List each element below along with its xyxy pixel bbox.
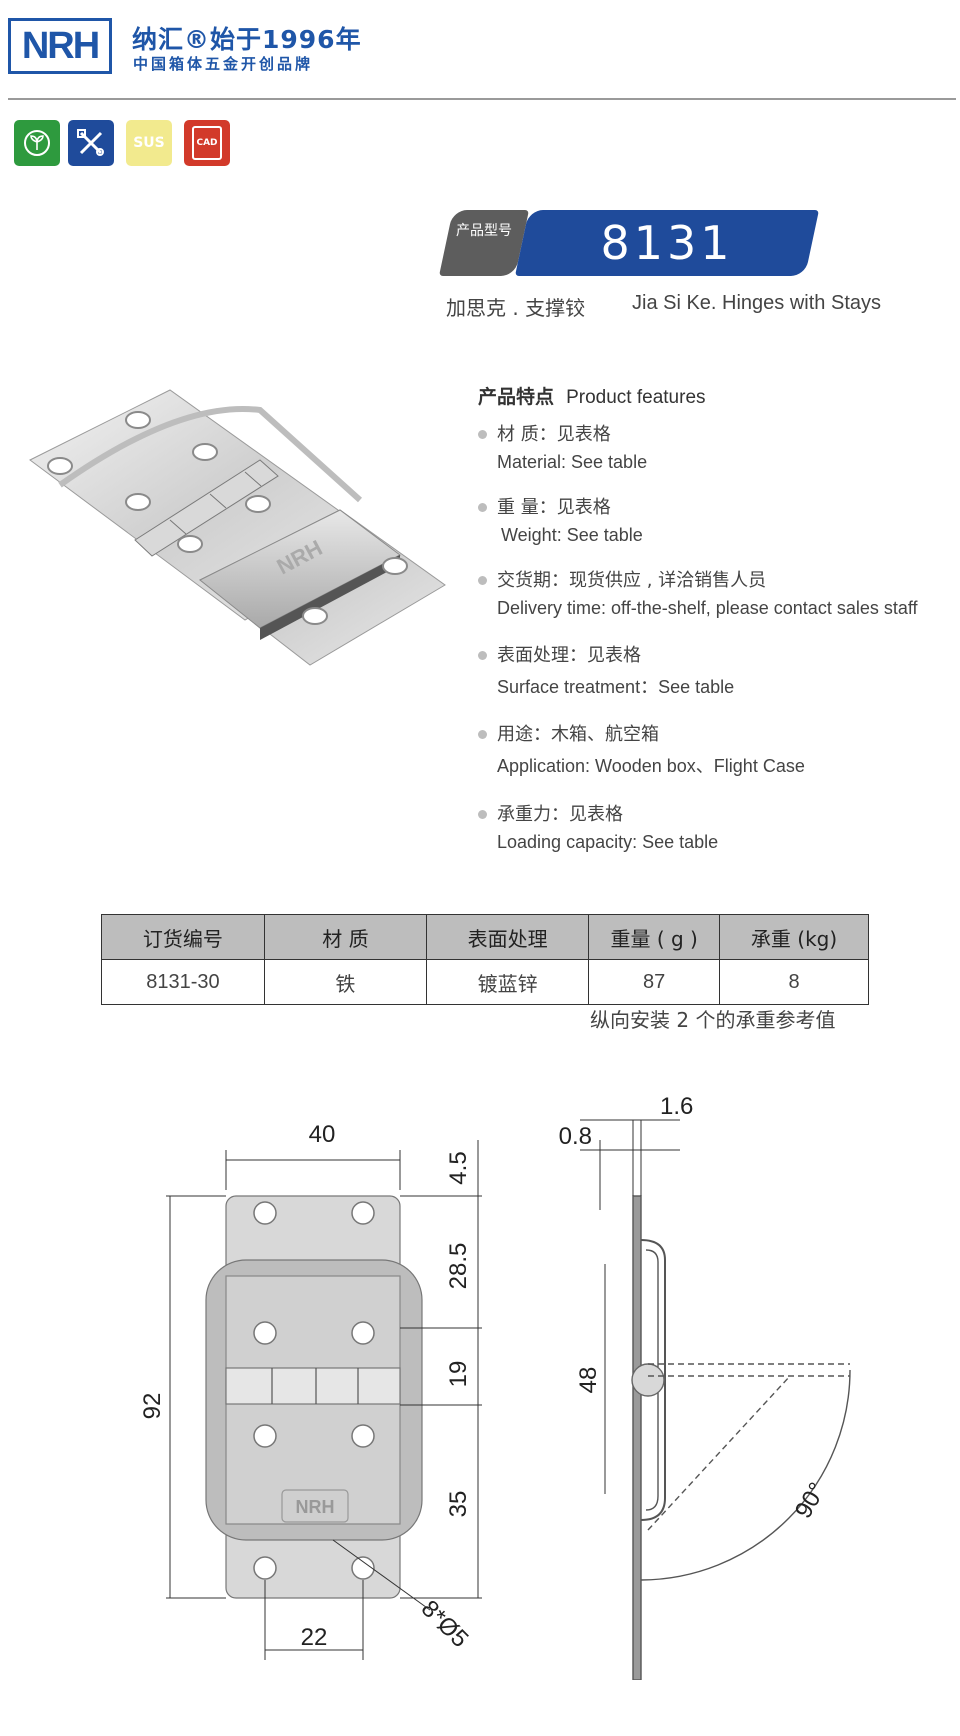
feature-cn: 交货期：现货供应 , 详洽销售人员 — [497, 570, 767, 591]
feature-en: Delivery time: off-the-shelf, please con… — [497, 598, 918, 618]
feature-en: Weight: See table — [501, 525, 643, 545]
product-name-en: Jia Si Ke. Hinges with Stays — [632, 292, 881, 314]
mount-hole — [253, 1321, 277, 1345]
sus-badge: SUS — [126, 120, 172, 166]
col-weight: 重量 ( g ) — [588, 914, 721, 960]
cell-surface: 镀蓝锌 — [426, 959, 590, 1005]
table-row: 8131-30 铁 镀蓝锌 87 8 — [101, 959, 869, 1005]
cell-material: 铁 — [263, 959, 428, 1005]
bullet-icon — [478, 651, 487, 660]
cell-weight: 87 — [588, 959, 721, 1005]
feature-en: Surface treatment：See table — [497, 677, 735, 697]
mount-hole — [351, 1556, 375, 1580]
mount-hole — [253, 1556, 277, 1580]
feature-en: Material: See table — [497, 452, 648, 472]
dim-angle: 90° — [790, 1478, 832, 1523]
hinge-knuckle — [225, 1367, 401, 1405]
dim-side-height: 48 — [575, 1367, 602, 1394]
dim-height: 92 — [139, 1393, 166, 1420]
feature-cn: 材 质：见表格 — [497, 424, 611, 445]
eco-badge — [14, 120, 60, 166]
dim-thickness-1: 0.8 — [559, 1123, 592, 1150]
header-divider — [8, 98, 956, 100]
bullet-icon — [478, 503, 487, 512]
mount-hole — [351, 1321, 375, 1345]
product-number-tag-bg — [438, 210, 530, 276]
technical-drawing: NRH 40 92 4.5 28.5 19 35 22 8*Ø5 0.8 — [139, 1093, 851, 1680]
feature-cn: 重 量：见表格 — [497, 497, 611, 518]
dim-seg1: 4.5 — [445, 1151, 472, 1184]
dim-thickness-2: 1.6 — [660, 1093, 693, 1120]
bullet-icon — [478, 810, 487, 819]
feature-cn: 表面处理：见表格 — [497, 645, 641, 666]
brand-title: 纳汇®始于1996年 — [132, 25, 362, 54]
col-material: 材 质 — [263, 914, 428, 960]
col-surface: 表面处理 — [426, 914, 590, 960]
col-order-no: 订货编号 — [101, 914, 265, 960]
product-name-cn: 加思克 . 支撑铰 — [446, 296, 586, 320]
feature-en: Application: Wooden box、Flight Case — [497, 756, 805, 776]
cad-file-icon: CAD — [192, 126, 222, 160]
feature-cn: 用途：木箱、航空箱 — [497, 724, 659, 745]
cell-load: 8 — [719, 959, 869, 1005]
mount-hole — [253, 1424, 277, 1448]
feature-cn: 承重力：见表格 — [497, 804, 623, 825]
features-heading-en: Product features — [566, 387, 706, 408]
features-heading: 产品特点 Product features — [478, 382, 706, 409]
product-photo: NRH — [29, 389, 446, 666]
dim-holes: 8*Ø5 — [416, 1595, 474, 1653]
feature-en: Loading capacity: See table — [497, 832, 719, 852]
bullet-icon — [478, 730, 487, 739]
table-note: 纵向安装 2 个的承重参考值 — [590, 1008, 836, 1032]
bullet-icon — [478, 430, 487, 439]
dim-seg3: 19 — [445, 1361, 472, 1388]
table-header-row: 订货编号 材 质 表面处理 重量 ( g ) 承重 (kg) — [101, 914, 869, 960]
dim-seg2: 28.5 — [445, 1243, 472, 1290]
tools-badge — [68, 120, 114, 166]
dim-hole-spacing: 22 — [301, 1624, 328, 1651]
mount-hole — [351, 1201, 375, 1225]
mount-hole — [253, 1201, 277, 1225]
brand-subtitle: 中国箱体五金开创品牌 — [133, 55, 314, 73]
product-number-label: 产品型号 — [456, 223, 512, 239]
dim-width: 40 — [309, 1121, 336, 1148]
leaf-icon — [24, 130, 50, 156]
brand-logo: NRH — [8, 18, 112, 74]
cell-order-no: 8131-30 — [101, 959, 265, 1005]
mount-hole — [351, 1424, 375, 1448]
col-load: 承重 (kg) — [719, 914, 869, 960]
tools-icon — [77, 129, 104, 156]
cad-badge: CAD — [184, 120, 230, 166]
dim-seg4: 35 — [445, 1491, 472, 1518]
bullet-icon — [478, 576, 487, 585]
product-number: 8131 — [600, 216, 734, 270]
stamp-text: NRH — [296, 1497, 335, 1517]
features-heading-cn: 产品特点 — [478, 386, 555, 408]
spec-table: 订货编号 材 质 表面处理 重量 ( g ) 承重 (kg) 8131-30 铁… — [101, 914, 869, 1005]
